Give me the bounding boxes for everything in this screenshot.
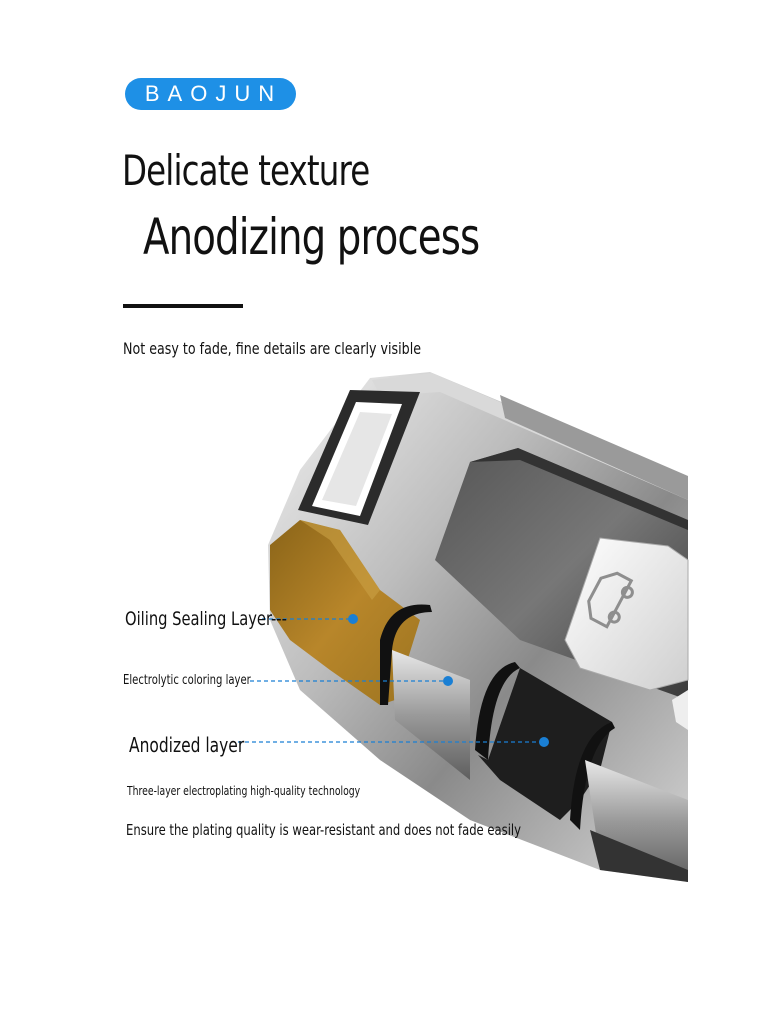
note-technology: Three-layer electroplating high-quality … [127, 784, 361, 798]
label-oiling-sealing-layer: Oiling Sealing Layer--- [125, 608, 287, 630]
callout-oiling [262, 614, 358, 624]
car-icon [587, 571, 634, 629]
key-cover-body [268, 372, 689, 882]
headline-line1: Delicate texture [122, 146, 370, 195]
note-quality: Ensure the plating quality is wear-resis… [126, 821, 522, 839]
headline-line2: Anodizing process [143, 208, 480, 266]
label-electrolytic-coloring-layer: Electrolytic coloring layer [123, 673, 251, 688]
callout-electrolytic [250, 676, 453, 686]
subtitle: Not easy to fade, fine details are clear… [123, 339, 422, 358]
callout-anodized [238, 737, 549, 747]
label-anodized-layer: Anodized layer [129, 733, 245, 757]
divider-rule [123, 304, 243, 308]
brand-badge: BAOJUN [125, 78, 296, 110]
